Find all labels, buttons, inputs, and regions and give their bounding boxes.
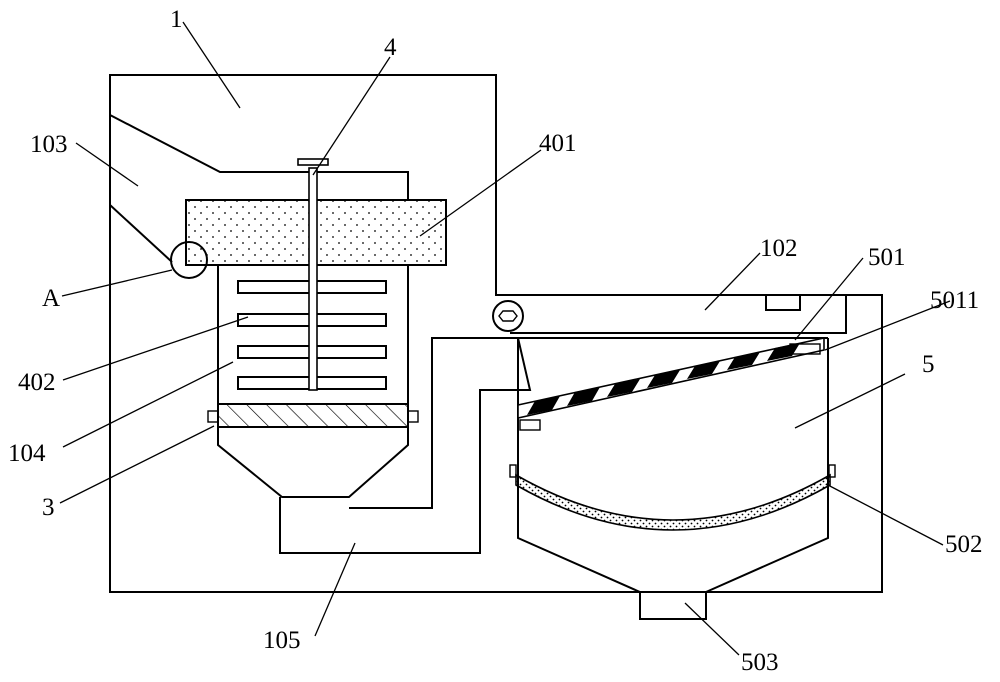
detail-circle-a xyxy=(170,241,208,279)
screen-support-left xyxy=(519,419,541,431)
screen-support-right xyxy=(789,343,821,355)
crushing-chamber xyxy=(217,265,409,404)
label-402: 402 xyxy=(18,369,56,396)
screen-bolt-left xyxy=(207,410,219,423)
label-5: 5 xyxy=(922,351,935,378)
curved-filter xyxy=(515,473,831,531)
outlet-pipe xyxy=(639,591,707,620)
housing-outline xyxy=(109,74,883,593)
top-channel xyxy=(510,295,847,334)
label-5011: 5011 xyxy=(930,287,979,314)
pulley-wheel xyxy=(492,300,524,332)
filter-bolt-right xyxy=(828,464,836,478)
label-102: 102 xyxy=(760,235,798,262)
label-1: 1 xyxy=(170,6,183,33)
label-104: 104 xyxy=(8,440,46,467)
crusher-funnel xyxy=(217,427,409,498)
channel-tab xyxy=(765,294,801,311)
screen-bolt-right xyxy=(407,410,419,423)
label-401: 401 xyxy=(539,130,577,157)
drive-shaft xyxy=(297,158,329,391)
pulley-hub xyxy=(498,310,518,322)
label-3: 3 xyxy=(42,494,55,521)
label-103: 103 xyxy=(30,131,68,158)
label-4: 4 xyxy=(384,34,397,61)
label-A: A xyxy=(42,285,60,312)
label-503: 503 xyxy=(741,649,779,676)
inlet-hopper-lower xyxy=(109,204,173,263)
leader-lines xyxy=(59,21,951,656)
label-105: 105 xyxy=(263,627,301,654)
filter-bolt-left xyxy=(509,464,517,478)
label-501: 501 xyxy=(868,244,906,271)
connecting-pipe xyxy=(279,337,532,554)
label-502: 502 xyxy=(945,531,983,558)
inclined-screen-stripes xyxy=(527,343,800,415)
inlet-hopper xyxy=(109,114,409,200)
screen-plate xyxy=(217,403,409,428)
